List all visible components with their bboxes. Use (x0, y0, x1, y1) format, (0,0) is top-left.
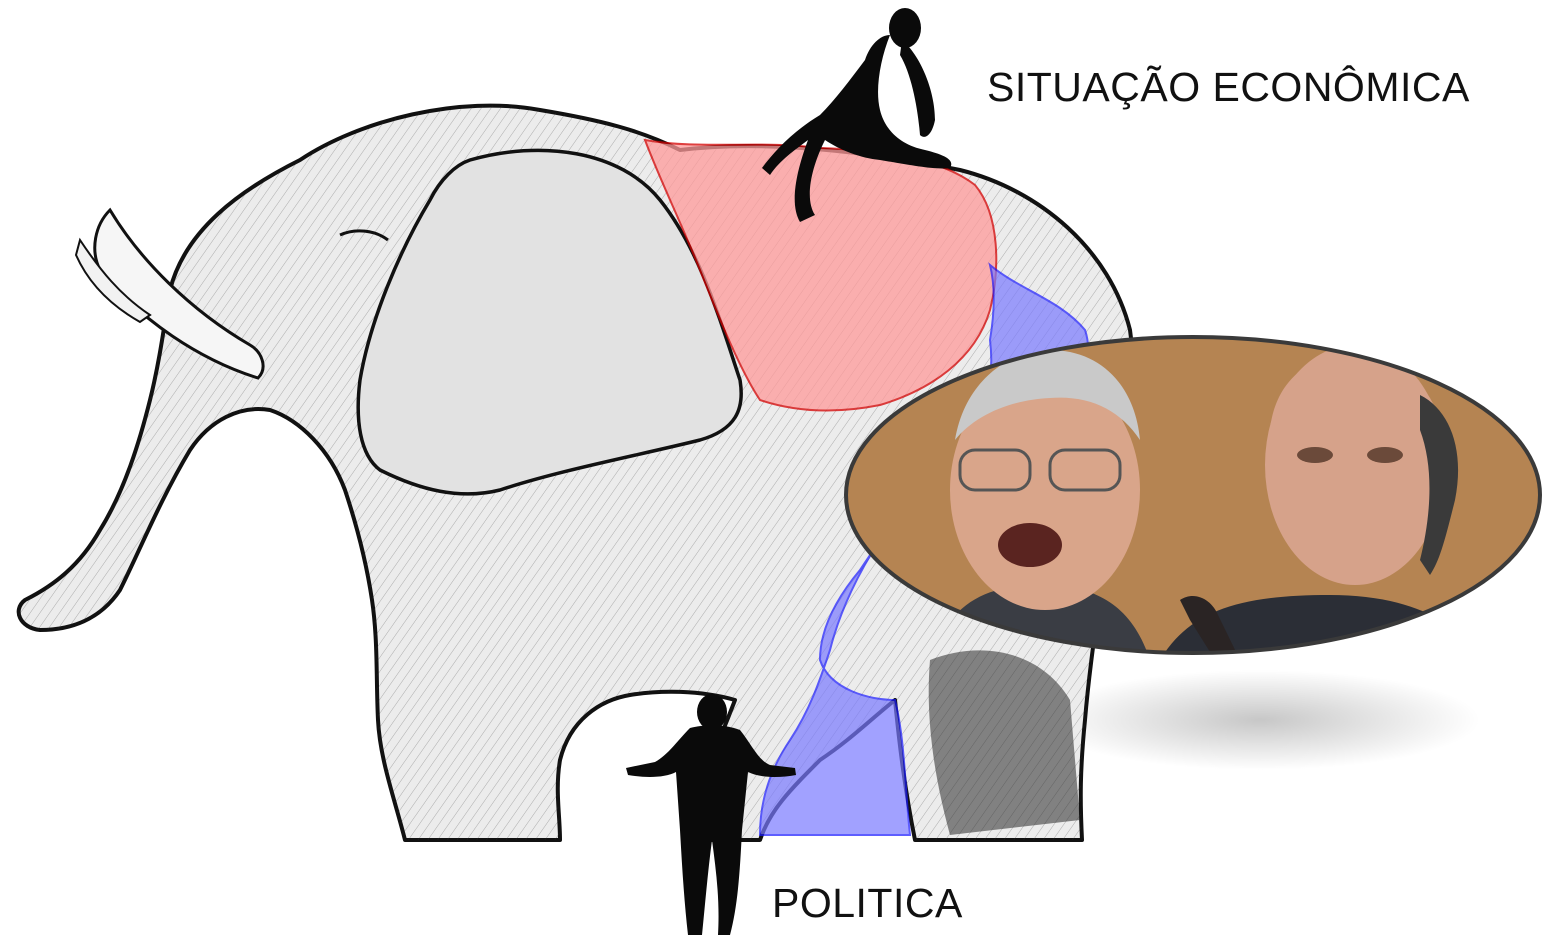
photo-left-man (930, 350, 1150, 653)
elephant-tusk-back (74, 237, 152, 324)
elephant-ear (356, 148, 743, 496)
photo-right-man (1160, 345, 1490, 653)
microphone (1180, 596, 1240, 653)
elephant-eye (339, 229, 389, 242)
woman-silhouette (762, 8, 952, 222)
politics-label: POLITICA (772, 880, 963, 926)
photo-two-men (844, 335, 1542, 655)
elephant-illustration (16, 103, 1135, 842)
economic-situation-label: SITUAÇÃO ECONÔMICA (987, 64, 1470, 110)
photo-frame (844, 335, 1542, 655)
elephant-back-leg-shadow (928, 650, 1080, 835)
man-silhouette (626, 694, 796, 935)
photo-shadow (1040, 670, 1480, 770)
